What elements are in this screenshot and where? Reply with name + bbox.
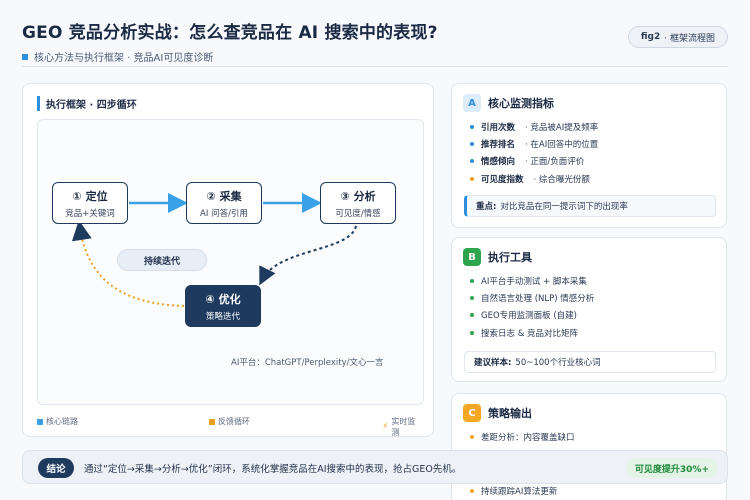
sample-label: 建议样本: — [474, 358, 512, 368]
metric-key: 情感倾向 — [481, 157, 516, 167]
card-badge: B — [463, 248, 481, 266]
step-subtitle: 可见度/情感 — [335, 209, 381, 219]
legend-label: 反馈循环 — [218, 417, 250, 426]
metric-key: 引用次数 — [481, 123, 516, 133]
step-subtitle: 策略迭代 — [205, 312, 240, 322]
bullet-dot — [470, 331, 474, 335]
flow-arrows — [71, 193, 357, 307]
step-node-locate[interactable]: ① 定位 竞品+关键词 — [52, 182, 128, 224]
figure-text: · 框架流程图 — [664, 33, 715, 44]
bullet-dot — [470, 159, 474, 163]
conclusion-text: 通过“定位→采集→分析→优化”闭环，系统化掌握竞品在AI搜索中的表现，抢占GEO… — [84, 464, 462, 475]
tool-item: GEO专用监测面板 (自建) — [470, 309, 577, 321]
card-title: 核心监测指标 — [488, 97, 554, 110]
card-badge: C — [463, 404, 481, 422]
strategy-item: 持续跟踪AI算法更新 — [470, 485, 557, 497]
bullet-dot — [470, 142, 474, 146]
subtitle-text: 核心方法与执行框架 · 竞品AI可见度诊断 — [34, 53, 214, 64]
sample-text: 50~100个行业核心词 — [515, 358, 601, 368]
bullet-dot — [470, 125, 474, 129]
card-header: B 执行工具 — [463, 248, 532, 266]
step-node-analyze[interactable]: ③ 分析 可见度/情感 — [320, 182, 396, 224]
card-header: A 核心监测指标 — [463, 94, 554, 112]
figure-tag: fig2 · 框架流程图 — [627, 26, 728, 48]
subtitle-marker — [22, 53, 28, 60]
legend-item-core: 核心链路 — [37, 416, 78, 427]
legend-item-monitor: ⚡ 实时监测 — [382, 416, 422, 438]
header-divider — [22, 66, 728, 67]
tool-text: GEO专用监测面板 (自建) — [481, 311, 577, 321]
tool-text: 自然语言处理 (NLP) 情感分析 — [481, 294, 595, 304]
tool-item: AI平台手动测试 + 脚本采集 — [470, 275, 587, 287]
step-node-collect[interactable]: ② 采集 AI 问答/引用 — [186, 182, 262, 224]
card-metrics: A 核心监测指标 引用次数 · 竞品被AI提及频率 推荐排名 · 在AI回答中的… — [451, 83, 727, 228]
arrow-analyze-to-optimize — [259, 225, 357, 286]
lightning-icon: ⚡ — [382, 422, 389, 432]
page-subtitle: 核心方法与执行框架 · 竞品AI可见度诊断 — [22, 49, 728, 64]
card-badge: A — [463, 94, 481, 112]
sample-note: 建议样本: 50~100个行业核心词 — [464, 351, 716, 373]
bullet-dot — [470, 489, 474, 493]
metric-item: 推荐排名 · 在AI回答中的位置 — [470, 138, 598, 150]
metric-desc: · 正面/负面评价 — [525, 157, 585, 167]
step-title: ③ 分析 — [340, 190, 376, 203]
card-title: 执行工具 — [488, 251, 532, 264]
platforms-note: AI平台：ChatGPT/Perplexity/文心一言 — [231, 358, 384, 368]
focus-note: 重点: 对比竞品在同一提示词下的出现率 — [464, 195, 716, 217]
step-subtitle: 竞品+关键词 — [65, 209, 115, 219]
metric-key: 推荐排名 — [481, 140, 516, 150]
legend-item-feedback: 反馈循环 — [209, 416, 250, 427]
step-node-optimize[interactable]: ④ 优化 策略迭代 — [185, 285, 261, 327]
bullet-dot — [470, 435, 474, 439]
strategy-item: 差距分析：内容覆盖缺口 — [470, 431, 575, 443]
conclusion-label: 结论 — [38, 458, 74, 478]
flow-canvas: ① 定位 竞品+关键词 ② 采集 AI 问答/引用 ③ 分析 可见度/情感 ④ … — [37, 119, 424, 405]
tool-text: AI平台手动测试 + 脚本采集 — [481, 277, 587, 287]
step-subtitle: AI 问答/引用 — [200, 209, 248, 219]
loop-label: 持续迭代 — [117, 249, 207, 271]
legend-label: 实时监测 — [391, 417, 416, 437]
legend-swatch — [209, 418, 215, 425]
framework-panel-title: 执行框架 · 四步循环 — [37, 96, 137, 111]
strategy-text: 差距分析：内容覆盖缺口 — [481, 433, 575, 443]
focus-label: 重点: — [476, 202, 497, 212]
step-title: ④ 优化 — [205, 293, 241, 306]
tool-text: 搜索日志 & 竞品对比矩阵 — [481, 329, 579, 339]
framework-panel: 执行框架 · 四步循环 ① 定位 竞品+关键词 ② — [22, 83, 434, 437]
figure-label: fig2 — [640, 32, 661, 42]
metric-item: 可见度指数 · 综合曝光份额 — [470, 173, 590, 185]
metric-desc: · 综合曝光份额 — [533, 175, 590, 185]
arrow-optimize-to-locate — [71, 220, 185, 307]
tool-item: 自然语言处理 (NLP) 情感分析 — [470, 292, 594, 304]
bullet-dot — [470, 279, 474, 283]
metric-key: 可见度指数 — [481, 175, 524, 185]
metric-item: 情感倾向 · 正面/负面评价 — [470, 155, 584, 167]
metric-desc: · 竞品被AI提及频率 — [525, 123, 599, 133]
bullet-dot — [470, 296, 474, 300]
card-tools: B 执行工具 AI平台手动测试 + 脚本采集 自然语言处理 (NLP) 情感分析… — [451, 237, 727, 382]
card-title: 策略输出 — [488, 407, 532, 420]
legend-swatch — [37, 418, 43, 425]
step-title: ① 定位 — [72, 190, 108, 203]
header: GEO 竞品分析实战：怎么查竞品在 AI 搜索中的表现? 核心方法与执行框架 ·… — [22, 18, 728, 64]
bullet-dot — [470, 177, 474, 181]
metric-desc: · 在AI回答中的位置 — [525, 140, 599, 150]
metric-item: 引用次数 · 竞品被AI提及频率 — [470, 121, 598, 133]
result-badge: 可见度提升30%+ — [626, 458, 717, 478]
conclusion-bar: 结论 通过“定位→采集→分析→优化”闭环，系统化掌握竞品在AI搜索中的表现，抢占… — [22, 450, 728, 484]
bullet-dot — [470, 313, 474, 317]
step-title: ② 采集 — [206, 190, 242, 203]
focus-text: 对比竞品在同一提示词下的出现率 — [500, 202, 628, 212]
tool-item: 搜索日志 & 竞品对比矩阵 — [470, 327, 578, 339]
card-header: C 策略输出 — [463, 404, 532, 422]
page-title: GEO 竞品分析实战：怎么查竞品在 AI 搜索中的表现? — [22, 23, 438, 43]
legend-label: 核心链路 — [46, 417, 78, 426]
strategy-text: 持续跟踪AI算法更新 — [481, 487, 558, 497]
